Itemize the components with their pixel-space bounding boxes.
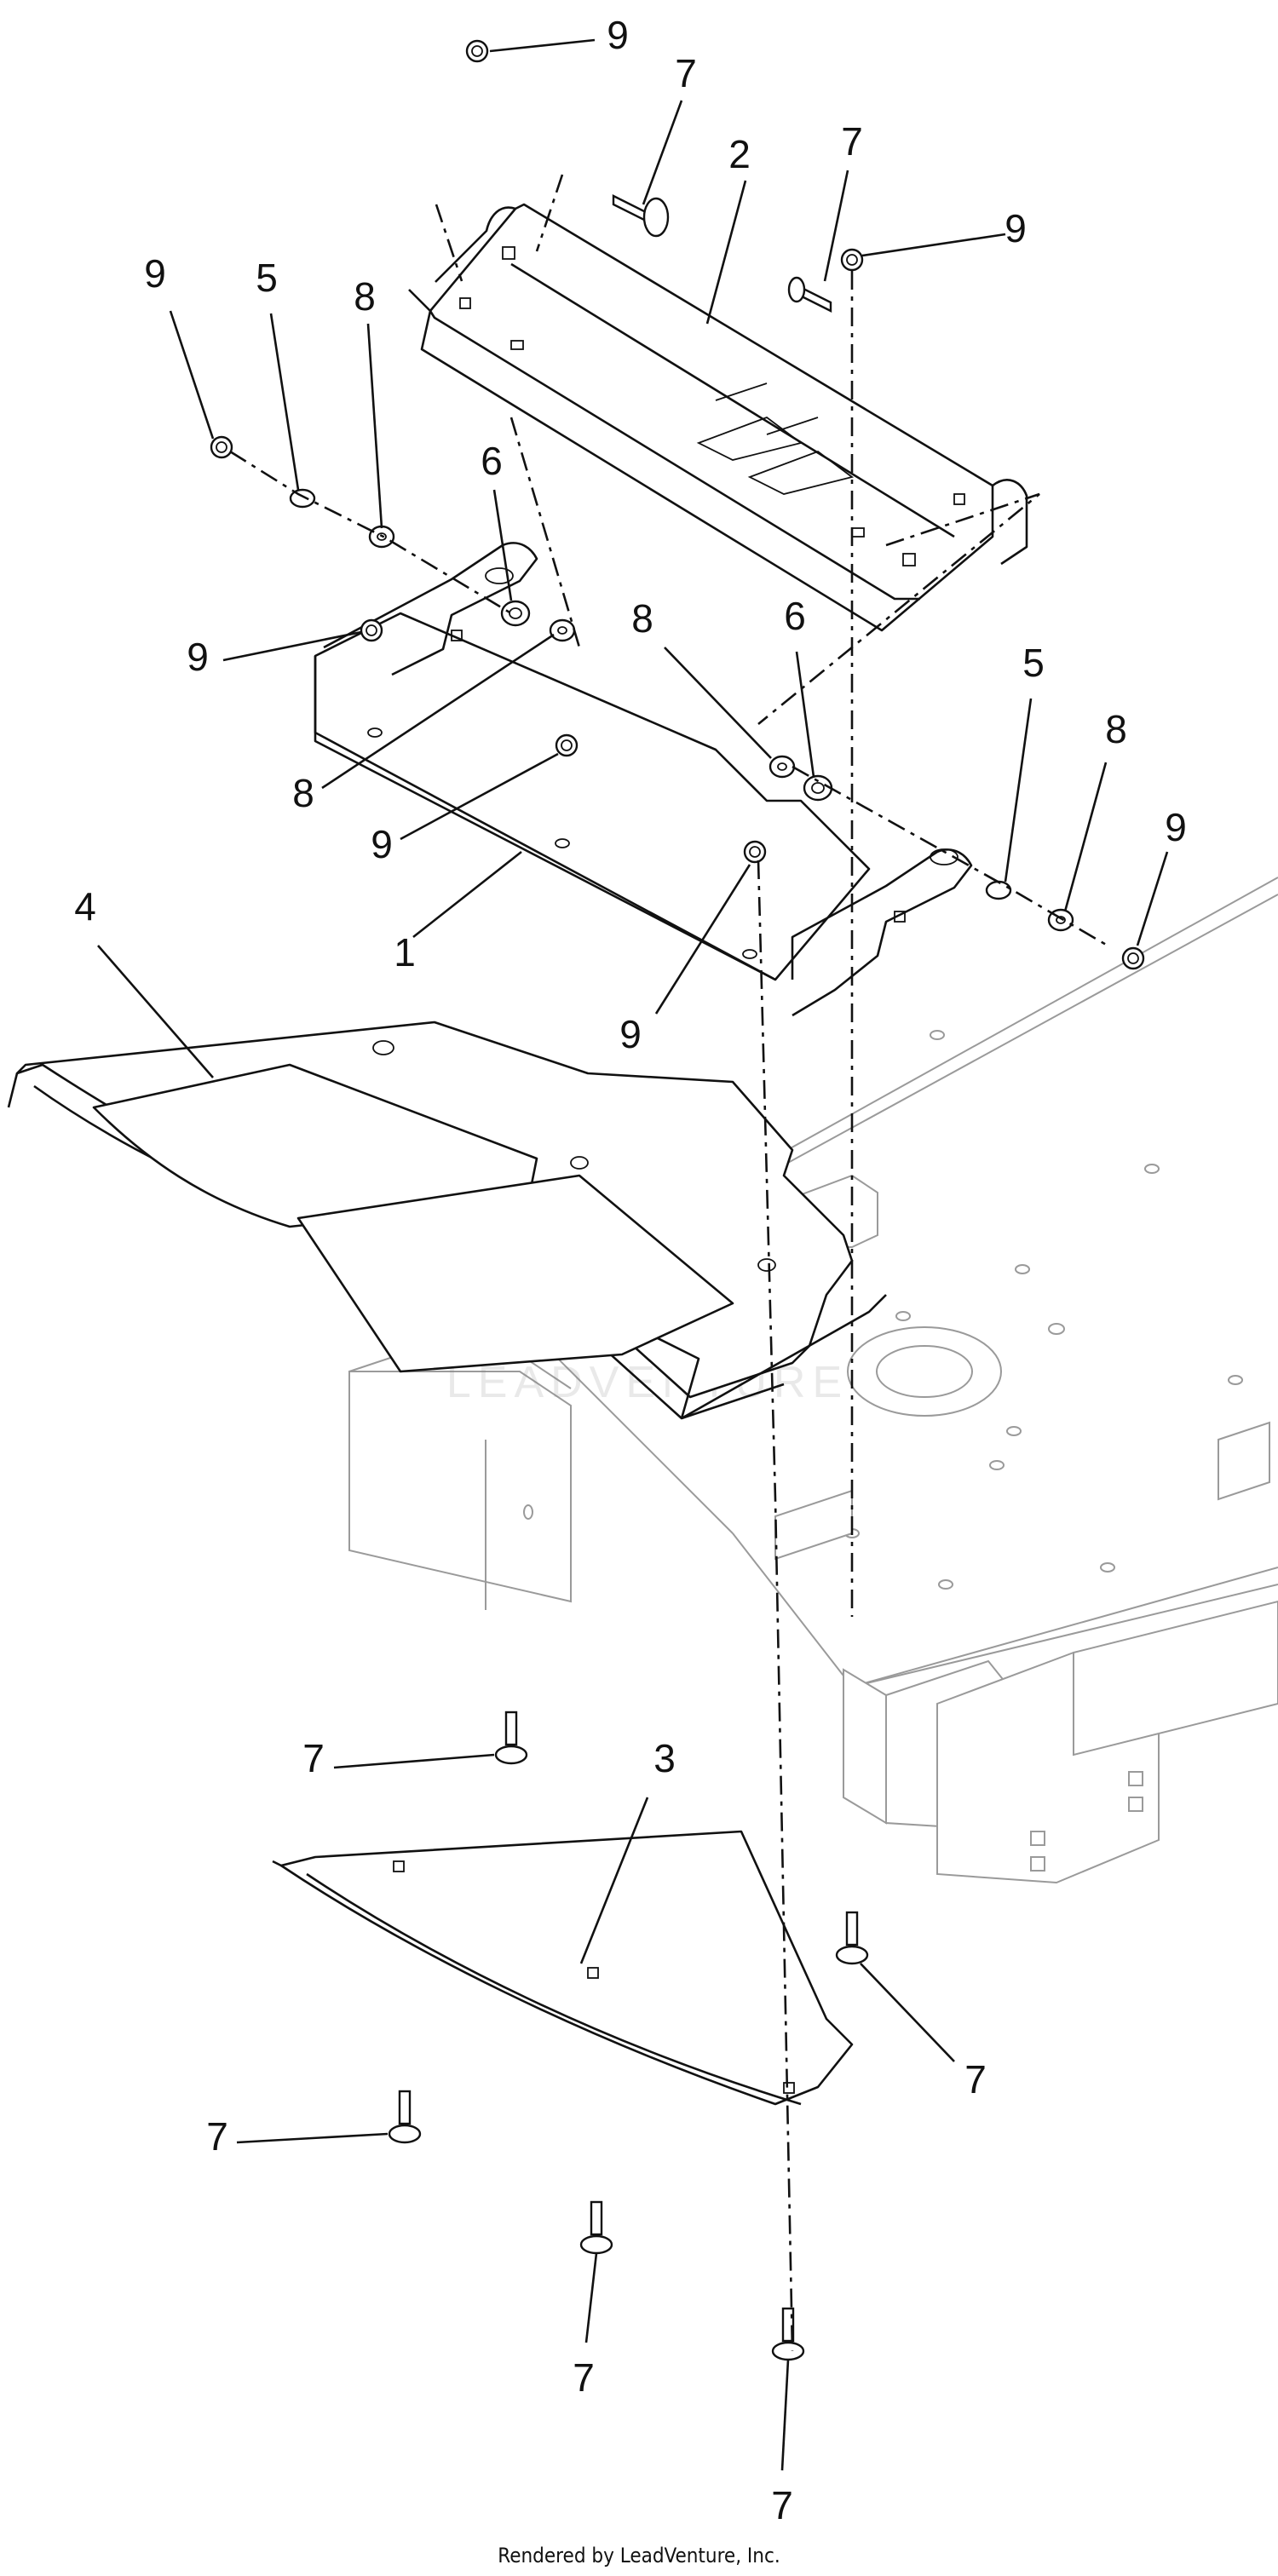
callout-c4: 7 — [841, 119, 863, 164]
locknut-upper-right — [840, 248, 864, 272]
locknut-right — [1121, 946, 1145, 970]
spacer-right — [985, 880, 1012, 900]
bushing-right — [803, 774, 833, 802]
bolt-lower-5 — [771, 2307, 805, 2361]
callout-c9: 6 — [481, 439, 503, 483]
callout-c23: 7 — [964, 2057, 987, 2102]
callout-c1: 9 — [607, 13, 629, 57]
callout-c19: 9 — [619, 1012, 642, 1056]
callout-c7: 5 — [256, 256, 278, 300]
part-2-upper-bracket — [408, 203, 1028, 632]
callout-c20: 4 — [74, 884, 96, 929]
callout-c8: 8 — [354, 274, 376, 319]
callout-c11: 8 — [631, 596, 653, 641]
bolt-lower-4 — [579, 2200, 613, 2255]
callouts: 9 7 2 7 9 9 5 8 6 9 8 8 6 5 8 9 9 1 9 4 … — [74, 13, 1187, 2527]
callout-c15: 8 — [1105, 707, 1127, 751]
callout-c18: 1 — [394, 930, 416, 975]
bolt-lower-2 — [835, 1911, 869, 1965]
callout-c12: 8 — [292, 771, 314, 815]
locknut-left — [210, 435, 233, 459]
callout-c22: 3 — [653, 1736, 676, 1780]
callout-c2: 7 — [675, 51, 697, 95]
bolt-lower-3 — [388, 2090, 422, 2144]
washer-mid — [549, 618, 576, 642]
hardware — [210, 39, 1145, 2361]
part-3-underside-plate — [272, 1830, 854, 2106]
locknut-center — [555, 733, 579, 757]
carriage-bolt-top — [612, 194, 670, 238]
mower-deck-frame — [348, 877, 1278, 1884]
callout-c21: 7 — [302, 1736, 325, 1780]
callout-c13: 6 — [784, 594, 806, 638]
callout-c26: 7 — [771, 2483, 793, 2527]
callout-c10: 9 — [187, 635, 209, 679]
footer-credit: Rendered by LeadVenture, Inc. — [498, 2544, 780, 2567]
locknut-lower — [743, 840, 767, 864]
callout-c6: 9 — [144, 251, 166, 296]
callout-c14: 5 — [1022, 641, 1045, 685]
callout-c16: 9 — [1165, 805, 1187, 849]
callout-c3: 2 — [728, 132, 751, 176]
bolt-lower-1 — [494, 1711, 528, 1765]
carriage-bolt-right — [787, 276, 832, 313]
leader-lines — [97, 38, 1169, 2471]
callout-c25: 7 — [573, 2355, 595, 2400]
callout-c17: 9 — [371, 822, 393, 866]
part-4-cover-shield — [7, 1021, 887, 1420]
washer-center — [769, 755, 796, 779]
locknut-top — [465, 39, 489, 63]
locknut-mid-left — [360, 618, 383, 642]
assembly-lines — [229, 174, 1108, 2352]
callout-c5: 9 — [1005, 206, 1027, 250]
callout-c24: 7 — [206, 2114, 228, 2159]
bushing-left — [500, 600, 531, 627]
